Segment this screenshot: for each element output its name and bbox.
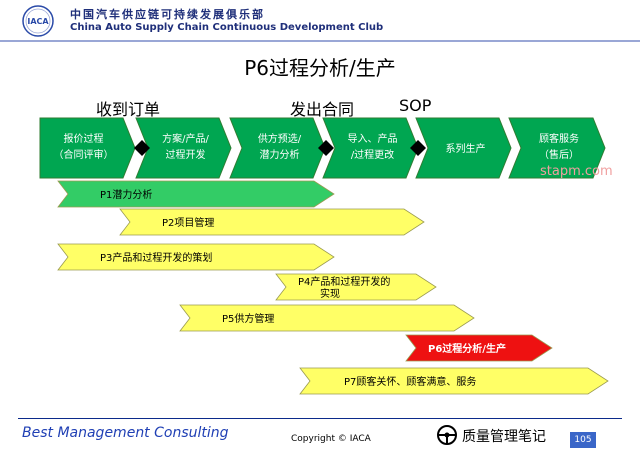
process-bar-label: P7顾客关怀、顾客满意、服务: [344, 375, 476, 388]
process-bar: [57, 243, 335, 271]
phase-chevron: [322, 117, 419, 179]
header-divider: [0, 40, 640, 42]
footer-brand: Best Management Consulting: [22, 425, 229, 441]
process-bar: [299, 367, 609, 395]
process-bar-label: P3产品和过程开发的策划: [100, 251, 212, 264]
milestone-diamonds: [134, 140, 426, 156]
logo-text: IACA: [27, 17, 49, 26]
watermark-url: stapm.com: [540, 164, 613, 179]
phase-label: 方案/产品/: [162, 132, 209, 145]
process-bar: [179, 304, 475, 332]
watermark-text: 质量管理笔记: [462, 429, 546, 445]
phase-label: 系列生产: [446, 142, 486, 155]
phase-chevrons: 报价过程 （合同评审） 方案/产品/过程开发 供方预选/潜力分析 导入、产品/过程更改 系…: [39, 117, 606, 179]
footer-divider: [18, 418, 622, 419]
process-bar-label: P6过程分析/生产: [428, 342, 506, 355]
watermark-page: 105: [570, 432, 596, 448]
header: IACA 中国汽车供应链可持续发展俱乐部 China Auto Supply C…: [0, 0, 640, 42]
process-bar-label: P5供方管理: [222, 312, 274, 325]
milestone-contract: 发出合同: [290, 100, 355, 119]
process-bar: [405, 334, 553, 362]
phase-sublabel: （合同评审）: [54, 148, 114, 161]
page-title: P6过程分析/生产: [244, 56, 396, 80]
phase-sublabel: 过程开发: [166, 148, 206, 161]
copyright: Copyright © IACA: [291, 434, 371, 444]
phase-label: 供方预选/: [258, 132, 302, 145]
phase-sublabel: 潜力分析: [260, 148, 300, 161]
steering-wheel-icon: [437, 425, 457, 445]
org-name-en: China Auto Supply Chain Continuous Devel…: [70, 22, 384, 33]
process-bar-sublabel: 实现: [320, 287, 340, 300]
process-bar-label: P2项目管理: [162, 216, 214, 229]
milestone-sop: SOP: [399, 96, 432, 115]
phase-label: 报价过程: [64, 132, 104, 145]
phase-chevron: [508, 117, 606, 179]
milestone-order: 收到订单: [96, 100, 161, 119]
org-name-cn: 中国汽车供应链可持续发展俱乐部: [70, 8, 265, 21]
process-bar-label: P1潜力分析: [100, 188, 152, 201]
phase-label: 顾客服务: [539, 132, 579, 145]
milestone-diamond: [134, 140, 150, 156]
process-bar: [275, 273, 437, 301]
phase-label: 导入、产品: [348, 132, 398, 145]
iaca-logo-icon: IACA: [22, 5, 54, 37]
phase-chevron: [229, 117, 326, 179]
process-bar: [119, 208, 425, 236]
phase-chevron: [415, 117, 512, 179]
milestone-diamond: [410, 140, 426, 156]
phase-chevron: [39, 117, 136, 179]
phase-sublabel: （售后）: [539, 148, 579, 161]
phase-sublabel: /过程更改: [351, 148, 394, 161]
phase-chevron: [135, 117, 232, 179]
process-bar-label: P4产品和过程开发的: [298, 275, 390, 288]
process-bar: [57, 180, 335, 208]
milestone-diamond: [318, 140, 334, 156]
